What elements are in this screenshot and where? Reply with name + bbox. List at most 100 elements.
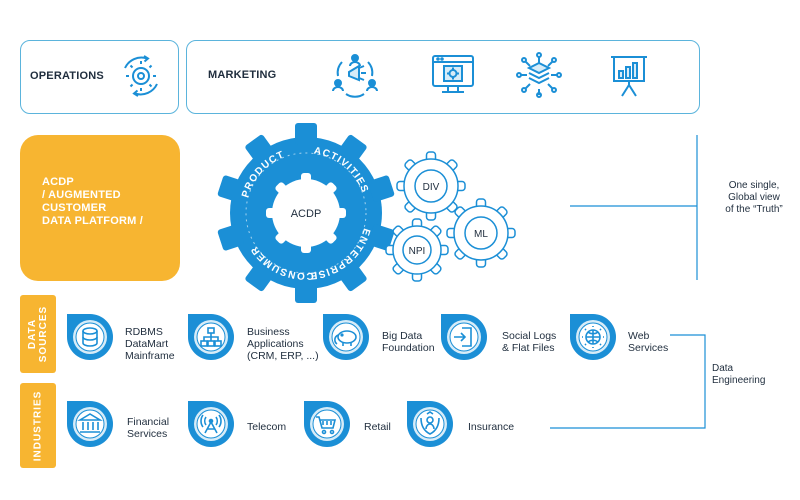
- satellite-gear-div: DIV: [396, 151, 466, 221]
- gear-tooth: [245, 134, 274, 164]
- badge-shape: [462, 327, 472, 347]
- marketing-label: MARKETING: [208, 69, 277, 81]
- industries-item-label: Insurance: [468, 421, 515, 433]
- badge-shape: [340, 333, 344, 337]
- gear-tooth: [301, 173, 311, 187]
- satellite-label-npi: NPI: [409, 246, 426, 257]
- industries-tab-label: INDUSTRIES: [32, 390, 44, 461]
- gear-tooth: [295, 281, 317, 303]
- satellite-gear-ml: ML: [446, 198, 516, 268]
- gear-tooth: [245, 262, 274, 292]
- badge-shape: [329, 429, 335, 435]
- hadoop-elephant-icon: [323, 314, 369, 360]
- gear-tooth: [332, 208, 346, 218]
- badge-shape: [337, 330, 357, 344]
- gear-tooth: [275, 182, 290, 197]
- satellite-label-div: DIV: [423, 182, 440, 193]
- badge-shape: [334, 334, 339, 345]
- badge-shape: [426, 411, 434, 415]
- gear-tooth: [301, 239, 311, 253]
- org-chart-icon: [188, 314, 234, 360]
- team-megaphone-icon: [332, 54, 378, 98]
- gear-tooth: [266, 208, 280, 218]
- presentation-chart-icon: [611, 56, 647, 97]
- gear-tooth: [217, 224, 244, 251]
- badge-shape: [208, 418, 214, 424]
- acdp-platform-box: [20, 135, 180, 281]
- badge-shape: [454, 332, 467, 342]
- badge-shape: [342, 343, 352, 346]
- badge-shape: [322, 421, 332, 425]
- login-arrow-icon: [441, 314, 487, 360]
- industries-item-label: Telecom: [247, 421, 287, 433]
- gear-tooth: [275, 229, 290, 244]
- badge-shape: [82, 327, 98, 347]
- gear-tooth: [338, 262, 367, 292]
- engineering-bracket: [550, 334, 706, 429]
- antenna-icon: [188, 401, 234, 447]
- acdp-platform-title: ACDP / AUGMENTED CUSTOMER DATA PLATFORM …: [42, 176, 143, 227]
- badge-shape: [420, 417, 440, 435]
- acdp-center-circle: [272, 179, 340, 247]
- badge-shape: [321, 429, 327, 435]
- badge-shape: [200, 414, 222, 428]
- gear-tooth: [368, 175, 395, 202]
- data-sources-item-label: RDBMS DataMart Mainframe: [125, 326, 175, 362]
- bank-icon: [67, 401, 113, 447]
- data-sources-item-label: Business Applications (CRM, ERP, ...): [247, 326, 319, 362]
- industries-item-label: Retail: [364, 421, 391, 433]
- data-layers-icon: [516, 52, 562, 98]
- acdp-center-label: ACDP: [291, 208, 322, 220]
- badge-shape: [425, 423, 435, 430]
- badge-shape: [316, 416, 337, 435]
- truth-bracket: [570, 135, 698, 280]
- industries-tab: INDUSTRIES: [20, 383, 56, 468]
- industries-item-label: Financial Services: [127, 416, 170, 440]
- badge-shape: [77, 413, 103, 433]
- gear-cycle-icon: [124, 55, 158, 97]
- gear-tooth: [338, 134, 367, 164]
- data-sources-item-label: Web Services: [628, 330, 669, 354]
- data-sources-tab-label: DATA SOURCES: [27, 305, 49, 363]
- badge-shape: [200, 414, 222, 434]
- gear-tooth: [322, 182, 337, 197]
- badge-shape: [80, 422, 100, 433]
- data-sources-item-label: Social Logs & Flat Files: [502, 330, 557, 354]
- badge-shape: [316, 416, 337, 429]
- badge-shape: [196, 409, 226, 439]
- operations-label: OPERATIONS: [30, 70, 104, 82]
- satellite-label-ml: ML: [474, 229, 488, 240]
- badge-shape: [426, 416, 434, 424]
- gear-tooth: [368, 224, 395, 251]
- acdp-gear-cluster: ACDP ENTERPRISE CONSUMER PRODUCT ACTIVIT…: [217, 123, 516, 303]
- badge-shape: [82, 331, 98, 347]
- badge-shape: [82, 336, 98, 341]
- badge-shape: [203, 333, 219, 341]
- gear-tooth: [322, 229, 337, 244]
- main-gear: ACDP ENTERPRISE CONSUMER PRODUCT ACTIVIT…: [217, 123, 395, 303]
- gear-tooth: [295, 123, 317, 145]
- badge-shape: [331, 322, 361, 352]
- web-settings-icon: [432, 55, 474, 93]
- badge-shape: [582, 326, 604, 348]
- badge-shape: [77, 413, 103, 421]
- badge-shape: [420, 411, 440, 435]
- protected-person-icon: [407, 401, 453, 447]
- satellite-gear-npi: NPI: [385, 218, 449, 282]
- data-sources-tab: DATA SOURCES: [20, 295, 56, 373]
- badge-shape: [75, 409, 105, 439]
- badge-shape: [204, 421, 218, 434]
- badge-shape: [454, 327, 472, 347]
- database-icon: [67, 314, 113, 360]
- shopping-cart-icon: [304, 401, 350, 447]
- badge-shape: [586, 330, 600, 344]
- badge-shape: [200, 327, 222, 347]
- badge-shape: [334, 330, 357, 346]
- data-sources-item-label: Big Data Foundation: [382, 330, 435, 354]
- gear-tooth: [217, 175, 244, 202]
- data-engineering-label: Data Engineering: [712, 363, 766, 386]
- globe-gear-icon: [570, 314, 616, 360]
- operations-box: [20, 40, 179, 114]
- truth-label: One single, Global view of the “Truth”: [725, 180, 783, 215]
- badge-shape: [582, 326, 604, 348]
